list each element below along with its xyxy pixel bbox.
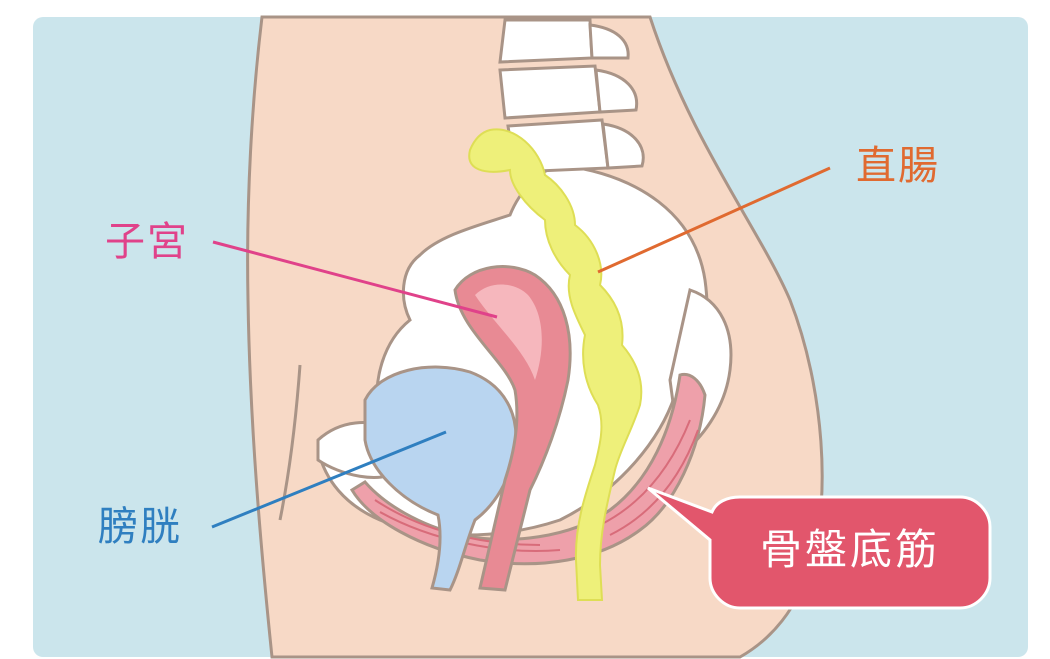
rectum-label: 直腸: [856, 146, 940, 186]
uterus-label: 子宮: [105, 222, 189, 262]
pelvic-floor-label: 骨盤底筋: [760, 529, 940, 571]
bladder-label: 膀胱: [98, 507, 182, 547]
vertebra: [500, 66, 600, 118]
vertebra: [500, 20, 592, 62]
